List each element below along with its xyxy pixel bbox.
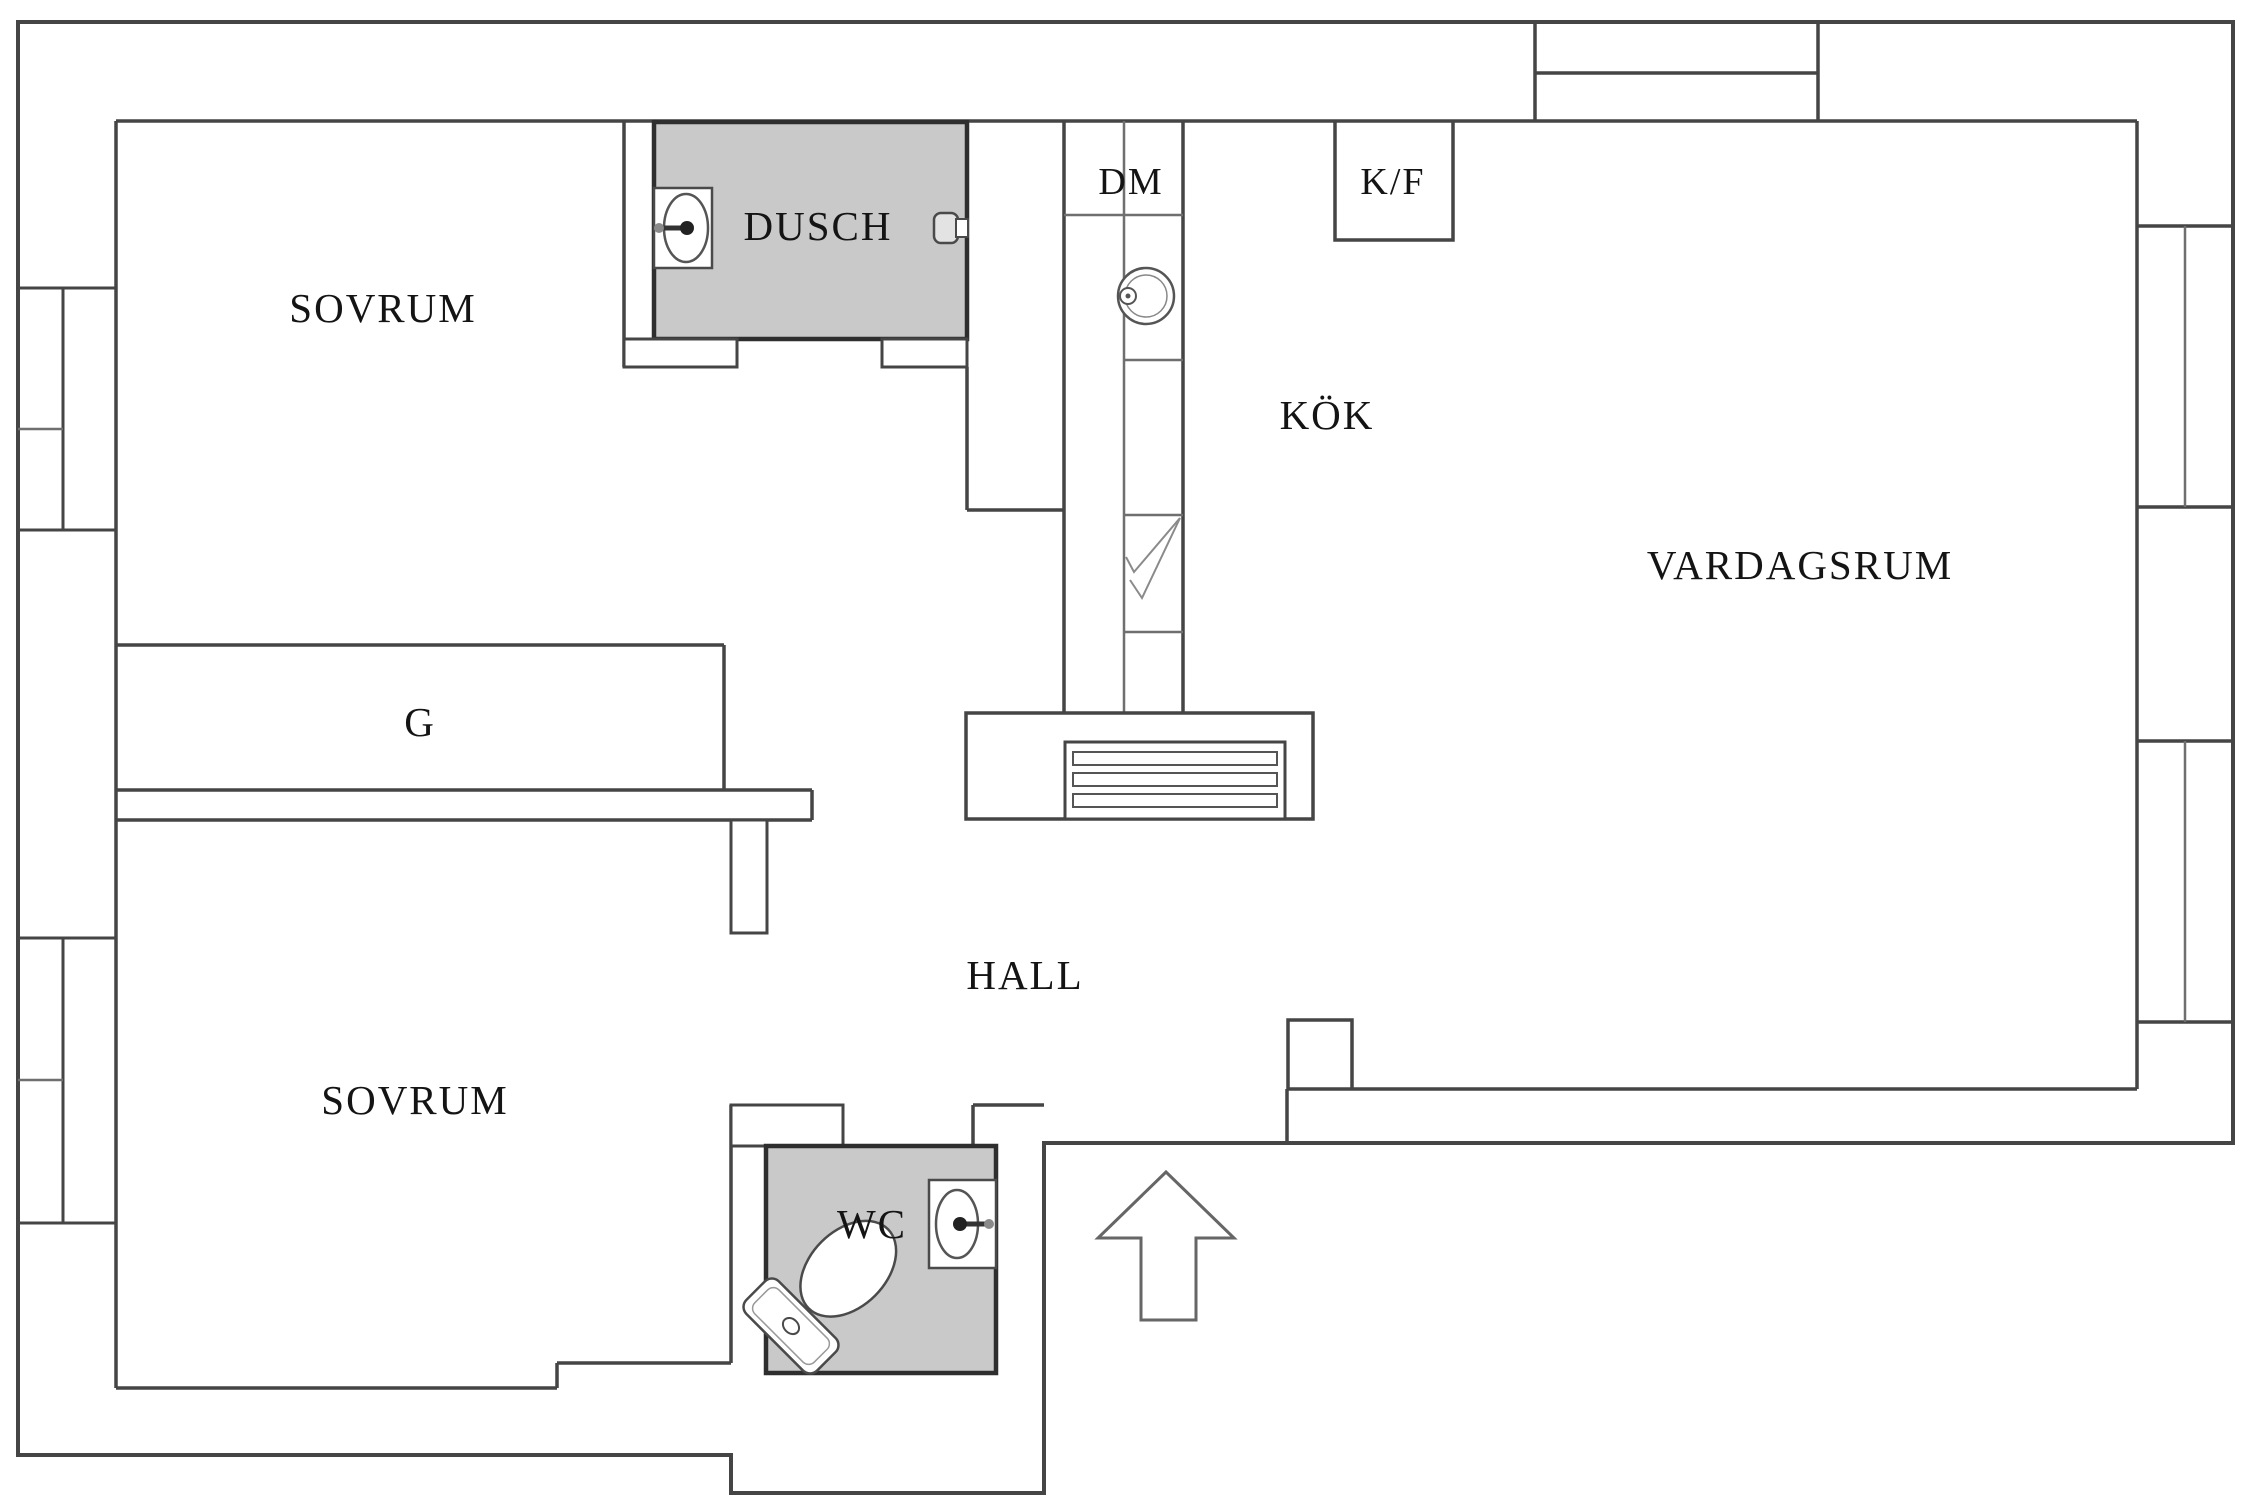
bedroom2-door-wall <box>729 818 769 935</box>
label-bedroom-bottom: SOVRUM <box>321 1077 508 1123</box>
round-sink-icon <box>1116 266 1176 326</box>
outer-walls <box>16 20 2235 1495</box>
label-dishwasher: DM <box>1098 161 1163 203</box>
window-left-bottom <box>18 936 116 1225</box>
room-wc <box>729 1103 999 1376</box>
sink-icon <box>652 186 714 270</box>
window-left-top <box>18 286 116 532</box>
entrance-arrow-icon <box>1094 1169 1238 1322</box>
wc-sink-icon <box>927 1178 998 1270</box>
room-shower <box>622 119 970 369</box>
interior-walls <box>114 22 2233 1390</box>
room-labels: SOVRUM DUSCH DM K/F KÖK VARDAGSRUM G SOV… <box>289 161 1953 1247</box>
toilet-icon <box>742 1219 898 1375</box>
shower-tap-icon <box>932 211 969 245</box>
label-fridge-freezer: K/F <box>1360 161 1425 203</box>
dusch-door-jamb-right <box>880 337 969 369</box>
label-bedroom-top: SOVRUM <box>289 285 476 331</box>
kitchen-counter <box>1062 121 1185 713</box>
radiator-icon <box>964 711 1315 821</box>
label-shower-room: DUSCH <box>744 203 893 249</box>
wc-door-jamb-left <box>729 1103 845 1148</box>
label-wc: WC <box>837 1201 907 1247</box>
dusch-door-jamb-left <box>622 337 739 369</box>
label-wardrobe: G <box>404 699 436 745</box>
stove-check-icon <box>1125 517 1181 601</box>
fridge-freezer-box <box>1333 121 1455 242</box>
label-kitchen: KÖK <box>1280 392 1375 438</box>
label-hall: HALL <box>966 952 1083 998</box>
label-living-room: VARDAGSRUM <box>1647 542 1953 588</box>
